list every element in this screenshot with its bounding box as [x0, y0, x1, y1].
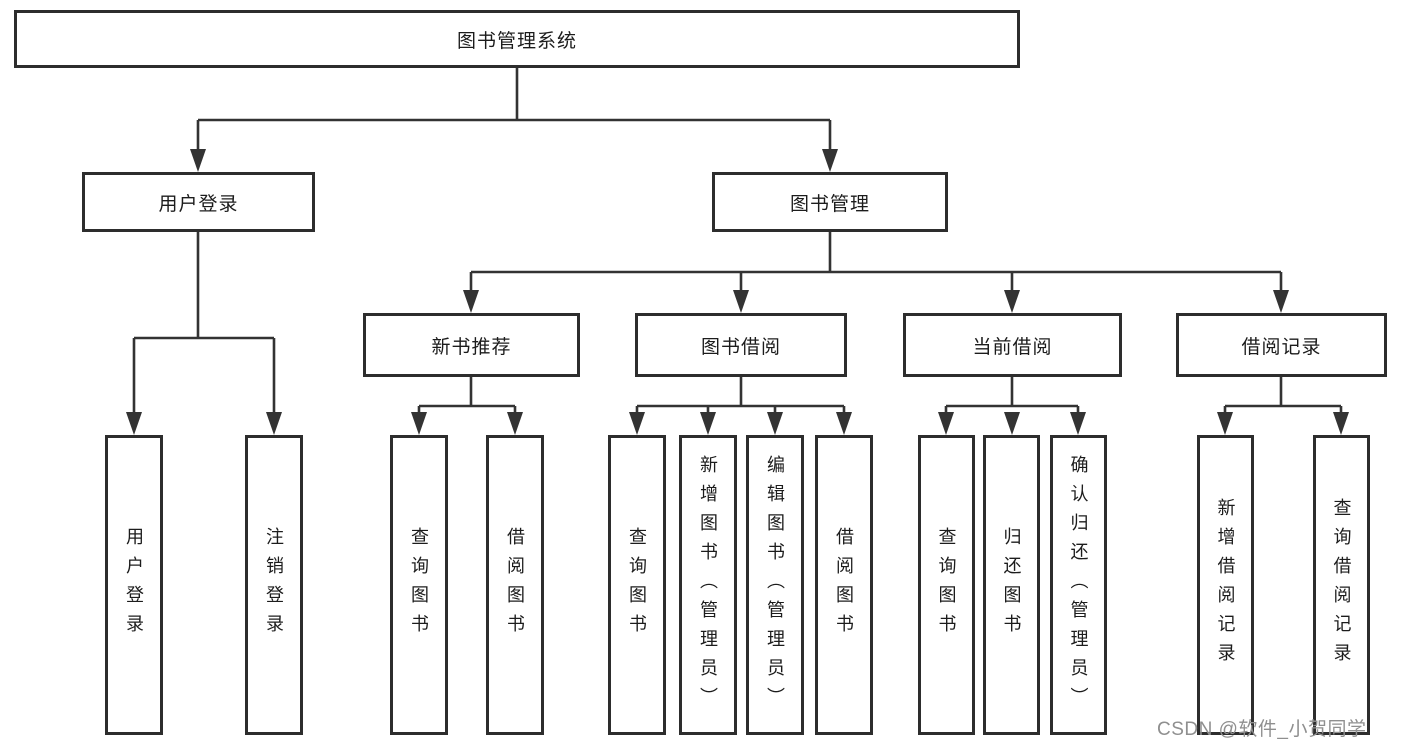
- node-leaf-user-login: 用户登录: [105, 435, 163, 735]
- node-root: 图书管理系统: [14, 10, 1020, 68]
- node-leaf-add-borrow-record: 新增借阅记录: [1197, 435, 1254, 735]
- node-current-borrow: 当前借阅: [903, 313, 1122, 377]
- leaf-label: 确认归还（管理员）: [1068, 454, 1089, 716]
- leaf-label: 归还图书: [1001, 527, 1022, 643]
- node-leaf-confirm-return-admin: 确认归还（管理员）: [1050, 435, 1107, 735]
- leaf-label: 查询图书: [409, 527, 429, 643]
- node-borrow-records: 借阅记录: [1176, 313, 1387, 377]
- node-leaf-borrow-books-2: 借阅图书: [815, 435, 873, 735]
- node-leaf-query-books-1: 查询图书: [390, 435, 448, 735]
- leaf-label: 注销登录: [264, 527, 284, 643]
- leaf-label: 新增图书（管理员）: [698, 454, 718, 716]
- node-leaf-edit-books-admin: 编辑图书（管理员）: [746, 435, 804, 735]
- leaf-label: 借阅图书: [505, 527, 525, 643]
- node-leaf-logout: 注销登录: [245, 435, 303, 735]
- leaf-label: 查询图书: [936, 527, 957, 643]
- node-leaf-add-books-admin: 新增图书（管理员）: [679, 435, 737, 735]
- node-book-management: 图书管理: [712, 172, 948, 232]
- node-new-book-recommend: 新书推荐: [363, 313, 580, 377]
- node-leaf-return-books: 归还图书: [983, 435, 1040, 735]
- node-user-login: 用户登录: [82, 172, 315, 232]
- leaf-label: 查询图书: [627, 527, 647, 643]
- leaf-label: 用户登录: [124, 527, 144, 643]
- watermark: CSDN @软件_小贺同学: [1157, 719, 1367, 740]
- leaf-label: 编辑图书（管理员）: [765, 454, 785, 716]
- node-book-borrow: 图书借阅: [635, 313, 847, 377]
- leaf-label: 新增借阅记录: [1215, 498, 1236, 672]
- leaf-label: 借阅图书: [834, 527, 854, 643]
- leaf-label: 查询借阅记录: [1331, 498, 1352, 672]
- node-leaf-query-books-3: 查询图书: [918, 435, 975, 735]
- node-leaf-borrow-books-1: 借阅图书: [486, 435, 544, 735]
- node-leaf-query-borrow-record: 查询借阅记录: [1313, 435, 1370, 735]
- node-leaf-query-books-2: 查询图书: [608, 435, 666, 735]
